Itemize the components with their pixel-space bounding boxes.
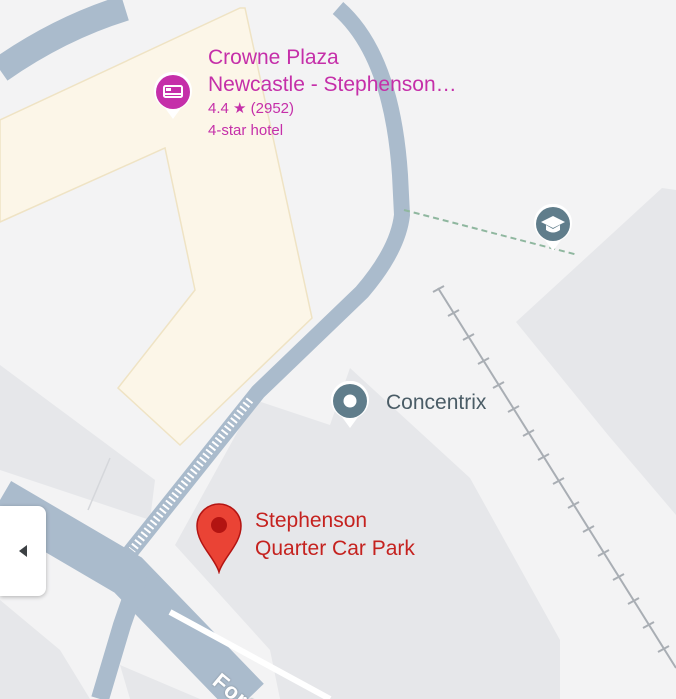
hotel-rating-row: 4.4 ★ (2952)	[208, 98, 457, 120]
road-minor	[168, 609, 332, 699]
graduation-cap-icon	[534, 203, 572, 251]
hotel-category: 4-star hotel	[208, 122, 284, 139]
hotel-grounds-area	[0, 7, 313, 447]
building-car-park-block	[175, 368, 560, 699]
red-map-pin-icon	[196, 503, 242, 575]
star-icon: ★	[233, 100, 247, 117]
place-circle-icon	[331, 380, 369, 428]
chevron-left-icon	[19, 545, 27, 557]
selected-place-pin[interactable]	[193, 500, 245, 575]
education-pin[interactable]	[532, 203, 574, 252]
building-divider	[87, 457, 111, 511]
building-southwest-block	[0, 600, 90, 699]
building-south-block	[120, 665, 200, 699]
building-east-block	[516, 188, 676, 515]
concentrix-pin[interactable]	[329, 380, 371, 429]
crosswalk-pattern	[128, 397, 254, 553]
road-curved-main	[121, 1, 411, 560]
hotel-name-line2: Newcastle - Stephenson…	[208, 73, 457, 96]
selected-place-name-line2: Quarter Car Park	[255, 537, 415, 560]
hotel-pin[interactable]	[153, 71, 193, 120]
hotel-bed-icon	[154, 71, 192, 119]
selected-place-label[interactable]: Stephenson Quarter Car Park	[255, 507, 415, 563]
road-top-left	[0, 0, 129, 81]
hotel-name-line1: Crowne Plaza	[208, 46, 339, 69]
hotel-label[interactable]: Crowne Plaza Newcastle - Stephenson… 4.4…	[208, 44, 457, 142]
road-branch	[91, 571, 149, 699]
side-panel-toggle-button[interactable]	[0, 506, 46, 596]
building-west-block	[0, 365, 155, 520]
hotel-review-count: (2952)	[250, 100, 295, 117]
railway-track	[432, 285, 676, 669]
concentrix-label[interactable]: Concentrix	[386, 391, 487, 414]
hotel-rating: 4.4	[208, 100, 229, 117]
selected-place-name-line1: Stephenson	[255, 509, 368, 532]
